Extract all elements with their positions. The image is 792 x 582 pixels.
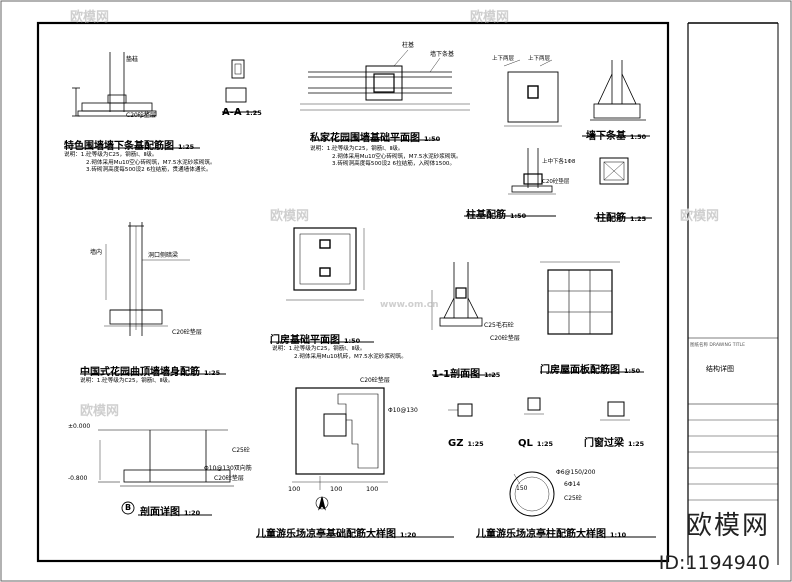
wall-strip-label-a: 上下两层 (492, 56, 515, 62)
watermark-text: 欧模网 (680, 209, 720, 224)
drawing-frame (36, 21, 670, 563)
gate-roof-plan (540, 261, 620, 335)
watermark-text: 欧模网 (470, 10, 510, 25)
section-detail-drawing (98, 429, 234, 487)
detail-elev-top: ±0.000 (68, 423, 91, 430)
wall-base-section (72, 52, 157, 119)
watermark-text: 欧模网 (70, 10, 110, 25)
detail-c25: C25砼 (232, 447, 250, 454)
garden-wall-notes: 说明：1.砼等级为C25，钢筋Ⅰ、Ⅱ级。2.砌体采用Mu10空心砖砌筑，M7.5… (310, 146, 462, 168)
sheet-name: 结构详图 (706, 365, 734, 373)
detail-c20: C20砼垫层 (214, 475, 244, 482)
chinese-wall-label-a: 墙内 (90, 249, 103, 256)
wall-base-c20-note: C20砼垫层 (126, 112, 156, 119)
column-base-rebar (508, 148, 556, 195)
column-rebar-section (599, 157, 629, 185)
wall-base-notes: 说明：1.砼等级为C25，钢筋Ⅰ、Ⅱ级。2.砌体采用Mu10空心砖砌筑，M7.5… (64, 152, 216, 174)
chinese-wall-elevation (104, 222, 190, 336)
section-11-drawing (431, 262, 483, 330)
title-underlines (64, 111, 656, 538)
pavilion-col-stirrup: Φ6@150/200 (556, 469, 596, 476)
col-base-label: 上中下各1Φ8 (542, 159, 576, 165)
title-block-label: 图纸名称 DRAWING TITLE (690, 343, 745, 348)
wall-strip-plan (503, 59, 562, 127)
chinese-wall-label-b: 洞口侧暗梁 (148, 252, 179, 259)
pavilion-base-plan (292, 387, 388, 490)
garden-strip-label: 墙下条基 (430, 51, 455, 58)
brand-logo-text: 欧模网 (685, 511, 770, 541)
ql-section (524, 397, 544, 415)
chinese-wall-c20: C20砼垫层 (172, 329, 202, 336)
pavilion-dim-1: 100 (288, 485, 301, 493)
pavilion-col-conc: C25砼 (564, 495, 582, 502)
wall-strip-label-b: 上下两层 (528, 56, 551, 62)
pavilion-col-bars: 6Φ14 (564, 481, 581, 488)
north-arrow (315, 496, 329, 511)
pavilion-col-dia: 150 (516, 485, 528, 492)
gz-section (448, 403, 473, 417)
section-aa-drawing (225, 59, 247, 103)
garden-col-label: 柱基 (402, 42, 415, 49)
gate-base-plan (286, 227, 365, 301)
watermark-url: www.om.cn (380, 300, 439, 310)
garden-wall-base-plan (300, 49, 470, 111)
pavilion-rebar: Φ10@130 (388, 407, 418, 414)
title-block (687, 22, 779, 565)
brand-id-text: ID:1194940 (658, 552, 770, 574)
pavilion-dim-2: 100 (330, 485, 343, 493)
gate-base-notes: 说明：1.砼等级为C25，钢筋Ⅰ、Ⅱ级。2.砌体采用Mu10机砖，M7.5水泥砂… (272, 346, 407, 360)
watermark-text: 欧模网 (80, 404, 120, 419)
watermark-text: 欧模网 (270, 209, 310, 224)
chinese-wall-notes: 说明：1.砼等级为C25，钢筋Ⅰ、Ⅱ级。 (80, 378, 174, 384)
detail-rebar: Φ10@130双向筋 (204, 465, 252, 472)
section-11-c25: C25毛石砼 (484, 322, 514, 329)
section-11-c20: C20砼垫层 (490, 335, 520, 342)
wall-strip-section (590, 60, 646, 121)
marker-circle (121, 501, 135, 515)
detail-elev-bot: -0.800 (68, 475, 88, 482)
wall-base-col-note: 垫柱 (126, 56, 139, 63)
pavilion-column-section (509, 471, 555, 517)
detail-marker: B (125, 503, 132, 512)
pavilion-dim-3: 100 (366, 485, 379, 493)
lintel-section (600, 401, 630, 421)
pavilion-c20: C20砼垫层 (360, 377, 390, 384)
col-base-c20: C20砼垫层 (542, 179, 570, 185)
